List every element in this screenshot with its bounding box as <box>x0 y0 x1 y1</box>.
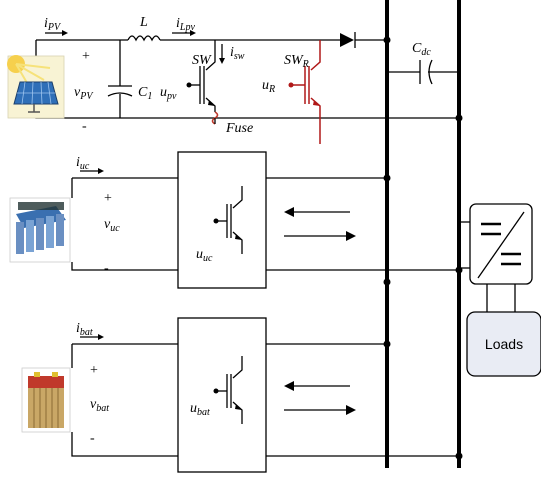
label-v-uc: v <box>104 217 111 232</box>
label-u-uc: u <box>196 247 203 262</box>
svg-text:C1: C1 <box>138 85 152 102</box>
svg-text:isw: isw <box>230 45 245 62</box>
svg-text:uuc: uuc <box>196 247 213 264</box>
label-i-bat: i <box>76 321 80 336</box>
svg-text:uR: uR <box>262 78 275 95</box>
label-minus-bat: - <box>90 431 95 446</box>
labels: iPV L iLpv isw SW SWR Cdc + - vPV C1 upv… <box>44 15 523 446</box>
label-fuse: Fuse <box>225 121 253 136</box>
battery-icon <box>21 367 71 433</box>
battery-converter-box <box>177 317 267 473</box>
label-i-pv: i <box>44 16 48 31</box>
ultracapacitor-section <box>9 151 459 289</box>
svg-text:vPV: vPV <box>74 85 94 102</box>
svg-text:upv: upv <box>160 85 177 102</box>
battery-switch <box>213 356 243 424</box>
loads-box <box>466 311 541 377</box>
label-plus-uc: + <box>104 191 112 206</box>
label-u-r: u <box>262 78 269 93</box>
diode <box>340 32 356 48</box>
inverter-icon <box>469 203 533 285</box>
svg-text:Cdc: Cdc <box>412 41 431 58</box>
label-v-pv: v <box>74 85 81 100</box>
svg-text:iPV: iPV <box>44 16 62 33</box>
label-minus-pv: - <box>82 119 87 134</box>
label-u-pv: u <box>160 85 167 100</box>
svg-text:SWR: SWR <box>284 53 309 70</box>
label-sw-r: SW <box>284 53 304 68</box>
label-i-uc: i <box>76 155 80 170</box>
ultracapacitor-icon <box>9 197 71 263</box>
inductor-l <box>127 35 161 42</box>
inverter-loads-section <box>459 203 541 377</box>
label-plus-bat: + <box>90 363 98 378</box>
battery-section <box>21 317 459 473</box>
label-i-sw: i <box>230 45 234 60</box>
svg-text:vuc: vuc <box>104 217 120 234</box>
capacitor-c1 <box>107 40 133 118</box>
label-u-bat: u <box>190 401 197 416</box>
pv-section <box>7 30 459 144</box>
svg-text:vbat: vbat <box>90 397 109 414</box>
svg-text:ubat: ubat <box>190 401 210 418</box>
switch-sw-r <box>288 40 321 144</box>
svg-text:iuc: iuc <box>76 155 90 172</box>
svg-text:iLpv: iLpv <box>176 16 195 33</box>
label-plus-pv: + <box>82 49 90 64</box>
label-minus-uc: - <box>104 261 109 276</box>
label-c-dc: C <box>412 41 422 56</box>
capacitor-cdc <box>387 59 459 85</box>
solar-panel-icon <box>7 55 65 119</box>
uc-switch <box>213 186 243 254</box>
label-l: L <box>139 15 148 30</box>
switch-sw <box>186 40 225 112</box>
label-i-lpv: i <box>176 16 180 31</box>
label-v-bat: v <box>90 397 97 412</box>
label-sw: SW <box>192 53 212 68</box>
svg-text:ibat: ibat <box>76 321 93 338</box>
label-loads: Loads <box>485 336 523 352</box>
uc-converter-box <box>177 151 267 289</box>
label-c1: C <box>138 85 148 100</box>
